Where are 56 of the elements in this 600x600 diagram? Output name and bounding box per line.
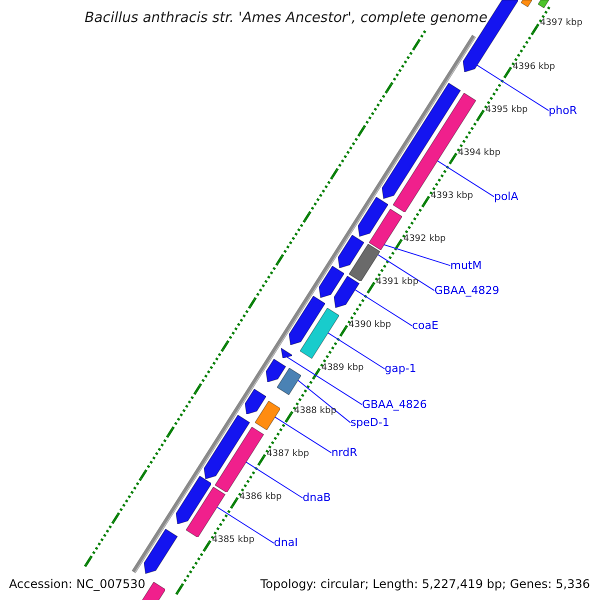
- genome-summary-text: Topology: circular; Length: 5,227,419 bp; Genes: 5,336: [260, 577, 590, 592]
- tick-label: 4388 kbp: [294, 406, 336, 416]
- gene-bar: [300, 308, 339, 359]
- gene-feature: [334, 276, 360, 308]
- gene-feature: [204, 414, 250, 479]
- gene-label: polA: [494, 190, 518, 204]
- gene-label: GBAA_4829: [434, 284, 500, 298]
- tick-label: 4387 kbp: [266, 448, 310, 459]
- gene-label: phoR: [548, 104, 577, 118]
- gene-bar: [368, 209, 402, 250]
- leader-line: [274, 416, 332, 454]
- accession-text: Accession: NC_007530: [9, 577, 146, 592]
- tick-label: 4393 kbp: [430, 190, 474, 201]
- leader-line: [354, 289, 412, 326]
- leader-line: [384, 244, 451, 266]
- tick-label: 4390 kbp: [348, 320, 392, 330]
- leader-line: [328, 332, 386, 370]
- gene-label: coaE: [412, 318, 438, 333]
- gene-feature: [319, 266, 344, 298]
- tick-label: 4386 kbp: [239, 492, 282, 502]
- gene-feature: [280, 348, 292, 358]
- gene-bar: [521, 0, 532, 7]
- gene-label: nrdR: [331, 446, 358, 460]
- leader-line: [298, 380, 351, 424]
- leader-line: [436, 160, 494, 198]
- gene-bar: [215, 426, 264, 492]
- tick-label: 4395 kbp: [485, 104, 528, 115]
- gene-label: mutM: [450, 258, 482, 273]
- leader-line: [246, 462, 304, 498]
- leader-line: [216, 506, 274, 544]
- gene-bar: [254, 400, 280, 430]
- tick-label: 4392 kbp: [403, 234, 446, 244]
- gene-label: dnaB: [302, 491, 331, 505]
- gene-feature: [338, 234, 364, 268]
- gene-feature: [245, 388, 266, 414]
- leader-line: [476, 64, 550, 112]
- tick-label: 4394 kbp: [458, 148, 500, 158]
- tick-label: 4389 kbp: [321, 362, 364, 373]
- tick-label: 4397 kbp: [540, 18, 582, 28]
- leader-line: [377, 254, 435, 292]
- gene-label: gap-1: [384, 362, 416, 376]
- tick-label: 4391 kbp: [376, 276, 418, 287]
- leader-line: [286, 356, 362, 406]
- gene-feature: [176, 476, 212, 524]
- gene-label: speD-1: [350, 416, 390, 430]
- gene-bar: [538, 0, 549, 8]
- gene-feature: [358, 197, 388, 237]
- tick-label: 4385 kbp: [212, 535, 254, 545]
- gene-bar: [276, 368, 301, 396]
- tick-label: 4396 kbp: [512, 62, 556, 72]
- gene-feature: [289, 296, 326, 346]
- gene-feature: [266, 358, 286, 382]
- gene-label: GBAA_4826: [362, 398, 427, 412]
- gene-feature: [144, 528, 178, 574]
- title: Bacillus anthracis str. 'Ames Ancestor', complete genome: [84, 10, 488, 26]
- gene-label: dnaI: [274, 536, 298, 550]
